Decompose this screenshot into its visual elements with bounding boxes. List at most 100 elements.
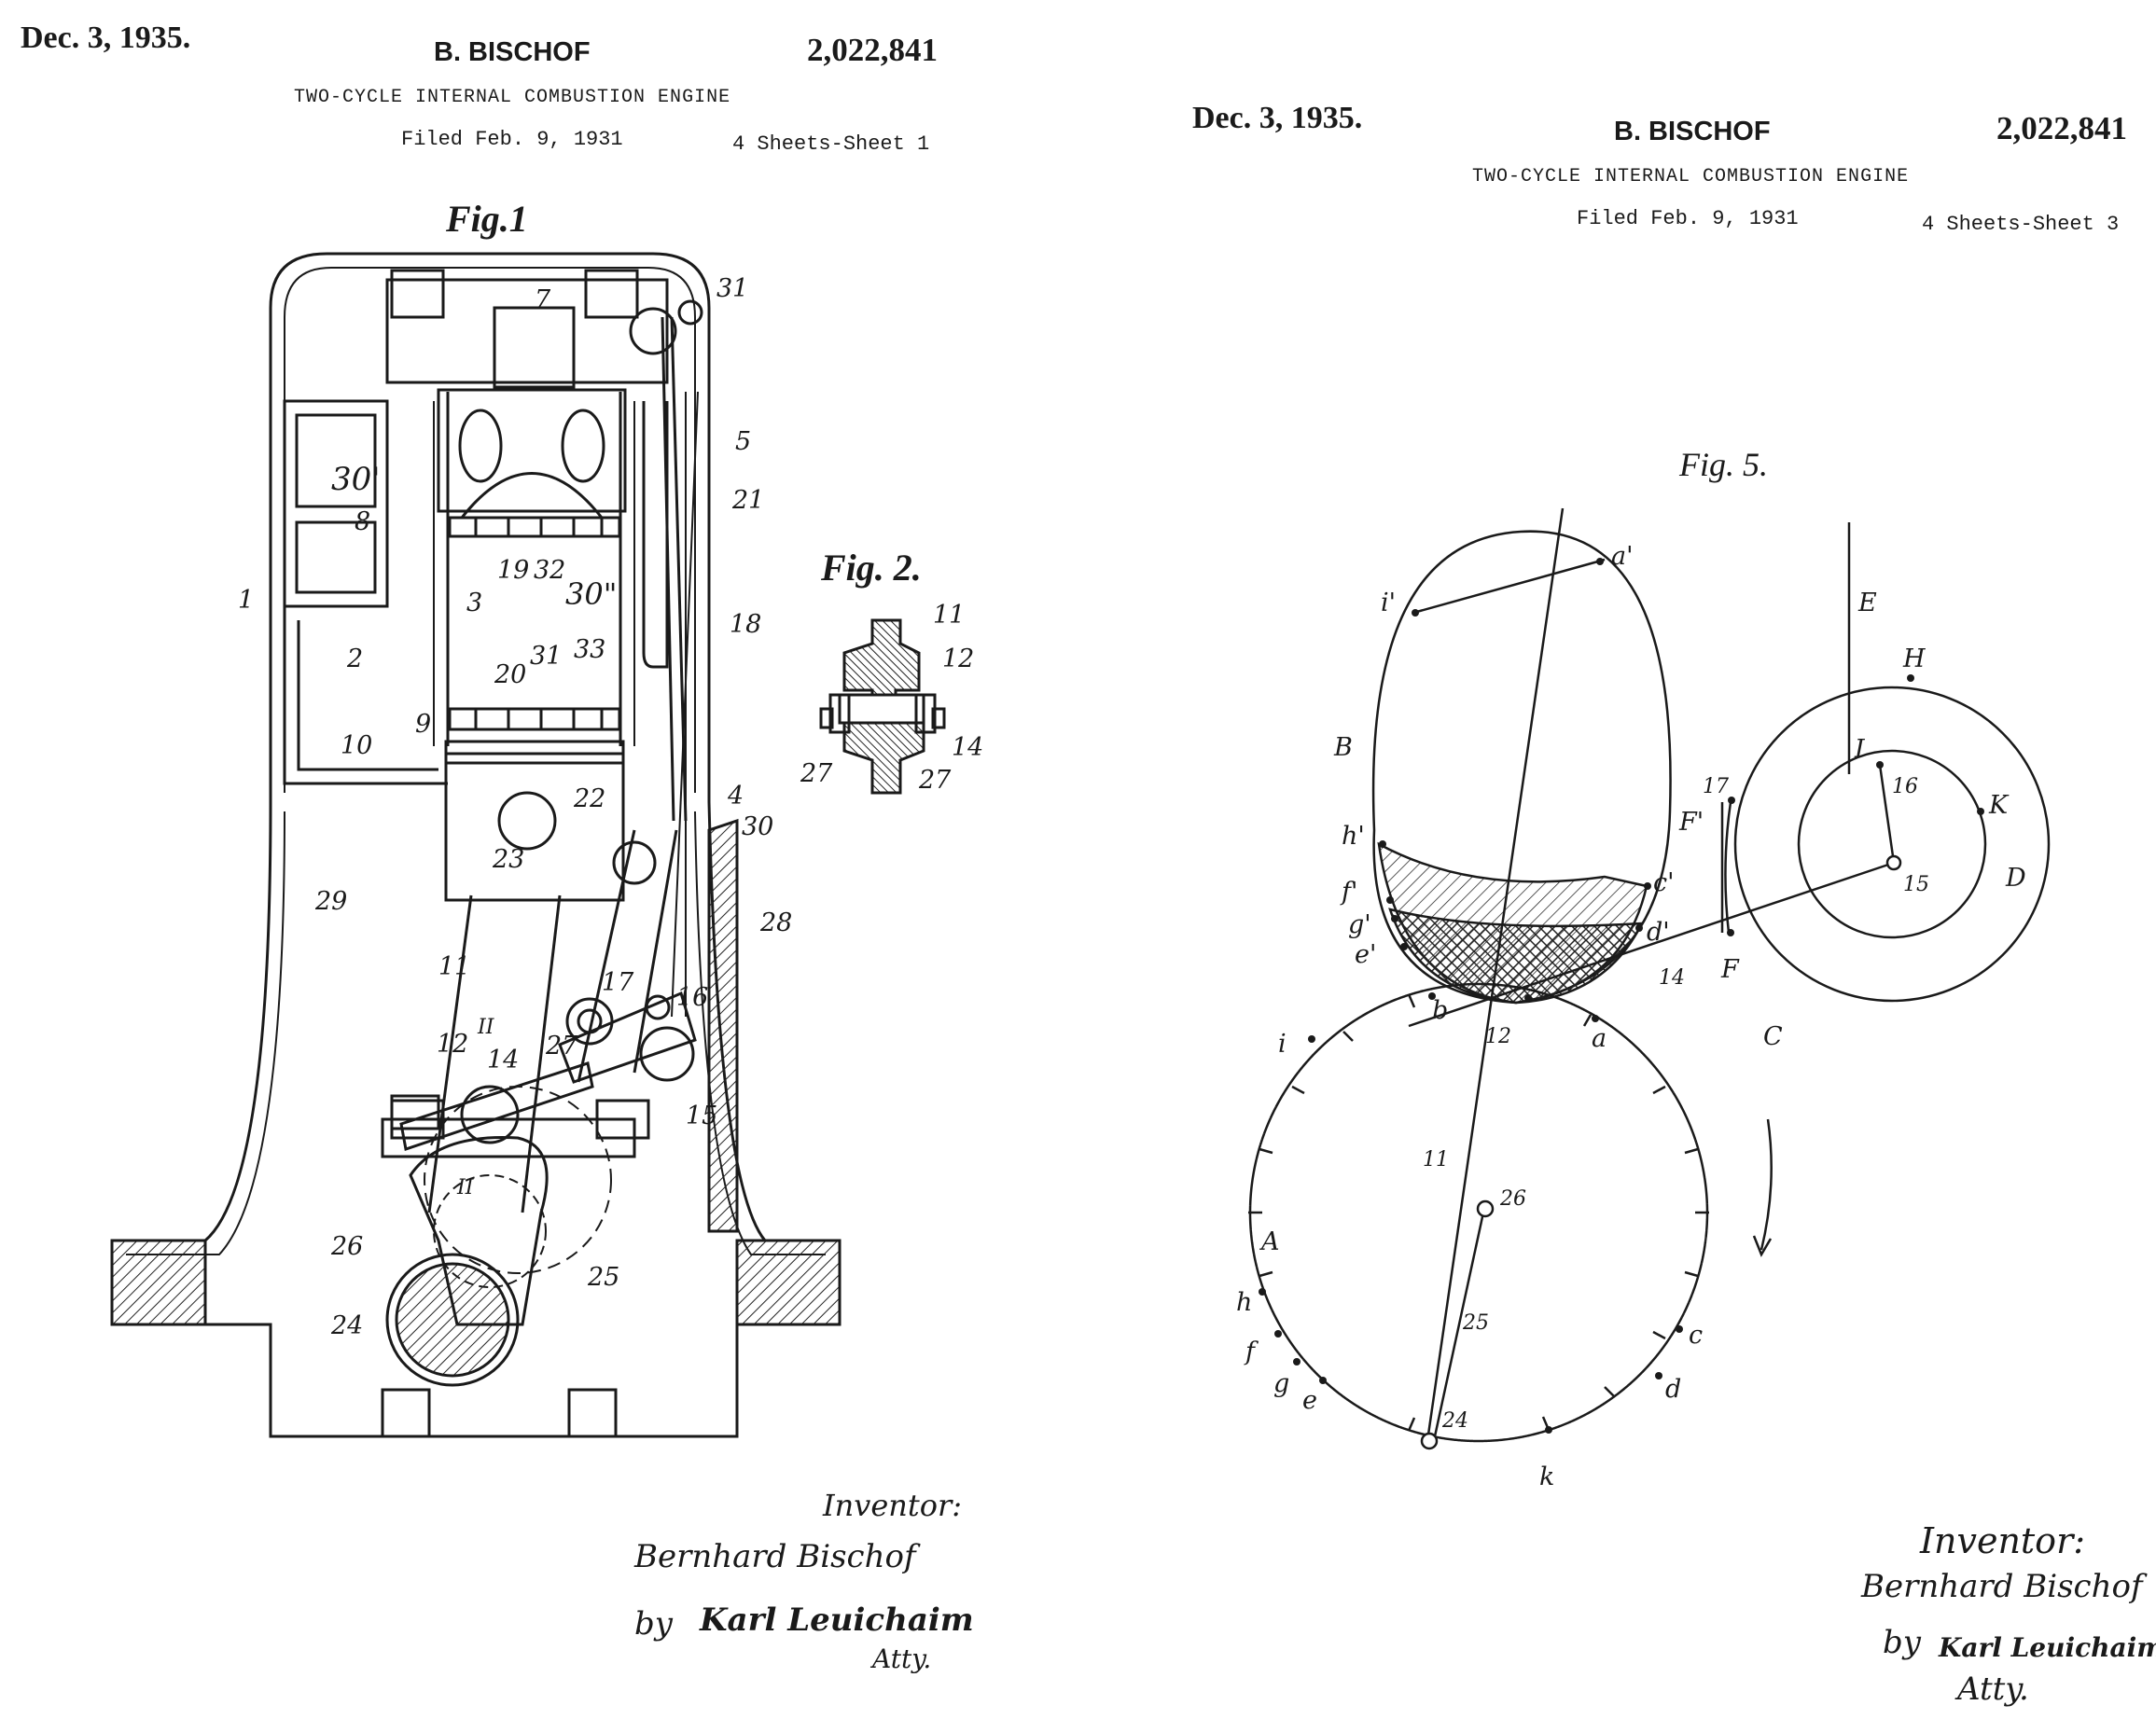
- fig5-label-e-prime: e': [1355, 940, 1376, 969]
- fig2-label-27a: 27: [800, 759, 833, 788]
- fig1-label-29: 29: [314, 887, 347, 916]
- fig1-labels: 7 31 5 30' 21 8 19 32 30" 1 3 18 2 20 31…: [238, 274, 792, 1340]
- fig1-label-21: 21: [731, 486, 764, 515]
- fig1-label-8: 8: [355, 507, 370, 536]
- fig1-label-28: 28: [759, 908, 792, 937]
- fig5-label-15: 15: [1903, 873, 1929, 896]
- fig5-label-D: D: [2005, 864, 2026, 893]
- fig1-label-30prime: 30': [331, 461, 381, 498]
- fig1-label-roman-ii-lower: II: [456, 1176, 475, 1199]
- fig5-label-17: 17: [1703, 775, 1729, 798]
- sheet3-date: Dec. 3, 1935.: [1192, 101, 1363, 135]
- fig5-label-C: C: [1763, 1022, 1783, 1051]
- fig5-label-h-prime: h': [1342, 822, 1365, 851]
- fig1-label-27: 27: [545, 1032, 578, 1061]
- fig5-label-e: e: [1302, 1386, 1317, 1415]
- fig5-label-25: 25: [1462, 1311, 1489, 1335]
- fig5-label-b: b: [1432, 996, 1448, 1025]
- sheet3-inventor-caption: Inventor:: [1919, 1520, 2085, 1561]
- fig2-section: [819, 618, 946, 795]
- sheet3-inventor-name: B. BISCHOF: [1614, 117, 1771, 146]
- fig1-label-33: 33: [574, 635, 605, 664]
- fig2-label-14: 14: [952, 733, 983, 762]
- fig1-label-16: 16: [676, 983, 708, 1012]
- fig5-label-a: a: [1592, 1024, 1607, 1053]
- fig1-label-4: 4: [727, 782, 744, 811]
- sheet1-sheet-count: 4 Sheets-Sheet 1: [732, 132, 930, 156]
- fig1-label-19: 19: [497, 556, 529, 585]
- fig1-label-26: 26: [330, 1232, 363, 1261]
- fig1-label-32: 32: [534, 556, 565, 585]
- fig1-label-12: 12: [437, 1030, 468, 1059]
- fig1-label-3: 3: [466, 589, 482, 617]
- sheet1-patent-number: 2,022,841: [807, 32, 938, 68]
- fig1-label-17: 17: [602, 968, 634, 997]
- fig1-label-1: 1: [238, 586, 254, 615]
- fig5-label-g: g: [1273, 1369, 1289, 1398]
- fig2-label-11: 11: [933, 601, 965, 630]
- fig5-label-d: d: [1665, 1375, 1681, 1404]
- fig5-label-f: f: [1244, 1338, 1259, 1366]
- fig5-label-K: K: [1988, 791, 2010, 820]
- fig5-label-F-prime: F': [1678, 808, 1704, 837]
- sheet3-attorney-signature: Karl Leuichaim: [1938, 1632, 2156, 1663]
- fig5-label-c-prime: c': [1653, 868, 1675, 897]
- sheet3-filed-date: Filed Feb. 9, 1931: [1577, 207, 1799, 230]
- fig5-label-26: 26: [1499, 1187, 1526, 1211]
- fig1-label-9: 9: [415, 710, 431, 739]
- fig1-label-7: 7: [535, 285, 551, 314]
- fig1-label-14: 14: [487, 1046, 519, 1074]
- fig5-pivot-26: [1476, 1199, 1495, 1218]
- fig1-label-30: 30: [742, 812, 773, 841]
- fig1-fig2-drawing: Fig.1 Fig. 2.: [110, 198, 983, 1674]
- fig1-label-31a: 31: [716, 274, 748, 303]
- sheet3-sheet-count: 4 Sheets-Sheet 3: [1922, 213, 2120, 236]
- fig1-label-15: 15: [686, 1102, 717, 1130]
- fig2-labels: 11 12 14 27 27: [800, 601, 983, 795]
- fig5-pivot-15: [1885, 854, 1902, 871]
- fig5-label-B: B: [1333, 733, 1353, 762]
- sheet1-attorney-signature: Karl Leuichaim: [699, 1601, 974, 1639]
- fig1-label-18: 18: [730, 610, 761, 639]
- fig1-label-11: 11: [438, 952, 470, 981]
- sheet1-filed-date: Filed Feb. 9, 1931: [401, 128, 623, 151]
- fig5-label-f-prime: f': [1340, 878, 1357, 907]
- fig1-label-30dprime: 30": [565, 576, 617, 612]
- fig5-label-16: 16: [1892, 775, 1918, 798]
- fig2-label-12: 12: [942, 645, 974, 673]
- fig5-label-12: 12: [1485, 1025, 1511, 1048]
- fig5-label-c: c: [1689, 1321, 1703, 1350]
- fig5-geometry: [1248, 507, 2051, 1443]
- fig5-pivot-24: [1420, 1432, 1439, 1450]
- fig5-label-24: 24: [1441, 1409, 1468, 1433]
- patent-sheet-1: Dec. 3, 1935. B. BISCHOF 2,022,841 TWO-C…: [21, 21, 983, 1674]
- fig1-title: Fig.1: [445, 198, 528, 240]
- engine-section: [110, 252, 842, 1438]
- sheet3-attorney-abbr: Atty.: [1954, 1670, 2029, 1708]
- fig5-label-i: i: [1278, 1030, 1287, 1059]
- fig1-label-2: 2: [346, 645, 363, 673]
- fig5-label-i-prime: i': [1381, 589, 1396, 617]
- fig1-label-20: 20: [494, 660, 526, 689]
- fig5-label-h: h: [1236, 1288, 1252, 1317]
- fig1-label-31b: 31: [530, 642, 562, 671]
- fig5-drawing: Fig. 5.: [1236, 446, 2156, 1708]
- fig1-label-22: 22: [573, 784, 605, 813]
- fig5-label-F: F: [1720, 955, 1740, 984]
- fig5-label-H: H: [1902, 645, 1926, 673]
- fig5-label-14: 14: [1659, 966, 1685, 990]
- fig5-title: Fig. 5.: [1678, 446, 1768, 483]
- fig1-label-25: 25: [587, 1263, 619, 1292]
- fig5-label-d-prime: d': [1647, 918, 1670, 947]
- sheet1-by-word: by: [634, 1605, 674, 1643]
- fig5-label-g-prime: g': [1348, 910, 1371, 939]
- fig5-label-11: 11: [1423, 1148, 1449, 1171]
- fig5-label-a-prime: a': [1611, 542, 1634, 571]
- fig5-label-k: k: [1539, 1463, 1554, 1491]
- fig5-points: [1259, 558, 1984, 1434]
- fig2-title: Fig. 2.: [820, 547, 922, 589]
- sheet1-inventor-name: B. BISCHOF: [434, 37, 591, 67]
- fig5-label-I: I: [1854, 735, 1866, 764]
- sheet3-title: TWO-CYCLE INTERNAL COMBUSTION ENGINE: [1472, 166, 1910, 187]
- sheet1-inventor-caption: Inventor:: [822, 1488, 962, 1523]
